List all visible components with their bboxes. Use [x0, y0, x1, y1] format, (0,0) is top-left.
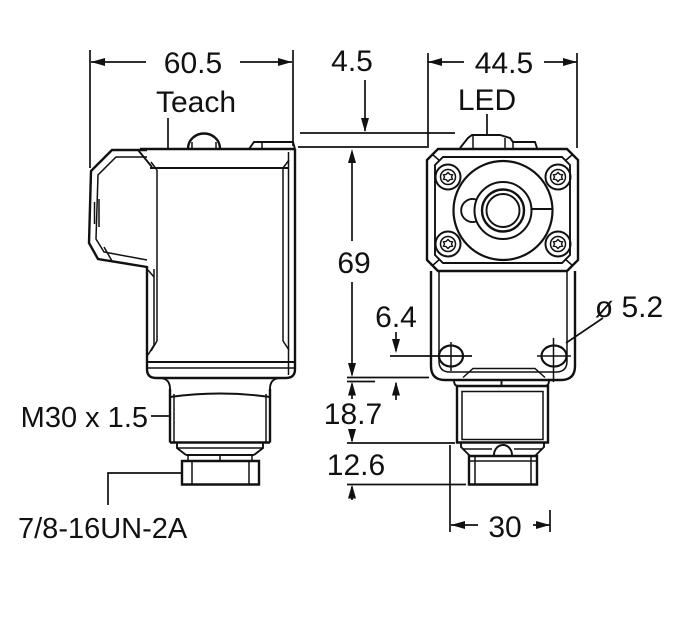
front-view-m30-connector — [453, 379, 550, 486]
dim-hole-diameter-label: ø 5.2 — [595, 291, 663, 324]
connector-thread-label: 7/8-16UN-2A — [18, 513, 188, 545]
side-view-body — [137, 132, 297, 380]
front-view-screws — [434, 163, 572, 258]
torx-screw-icon — [544, 163, 572, 191]
torx-screw-icon — [544, 230, 572, 258]
dim-connector-width-label: 30 — [488, 511, 521, 544]
dim-led-offset-label: 4.5 — [331, 45, 373, 78]
led-label: LED — [458, 84, 516, 117]
dim-side-width-label: 60.5 — [164, 47, 222, 80]
dim-hole-offset-label: 6.4 — [375, 301, 417, 334]
dim-height-label: 69 — [337, 247, 370, 280]
dim-m30-length-label: 18.7 — [324, 398, 382, 431]
dimension-labels: 60.5 Teach 4.5 44.5 LED 69 6.4 ø 5.2 18.… — [18, 45, 663, 545]
side-view-sensing-head — [87, 148, 148, 269]
torx-screw-icon — [434, 163, 462, 191]
teach-label: Teach — [156, 86, 236, 119]
front-view-body — [429, 271, 577, 382]
side-view-m30-connector — [160, 377, 280, 486]
m30-thread-label: M30 x 1.5 — [21, 402, 148, 434]
dim-front-width-label: 44.5 — [475, 47, 533, 80]
front-view-lens — [452, 159, 554, 262]
dimension-lines — [89, 50, 604, 532]
torx-screw-icon — [434, 230, 462, 258]
mounting-hole — [537, 338, 571, 382]
dim-connector-length-label: 12.6 — [327, 449, 385, 482]
